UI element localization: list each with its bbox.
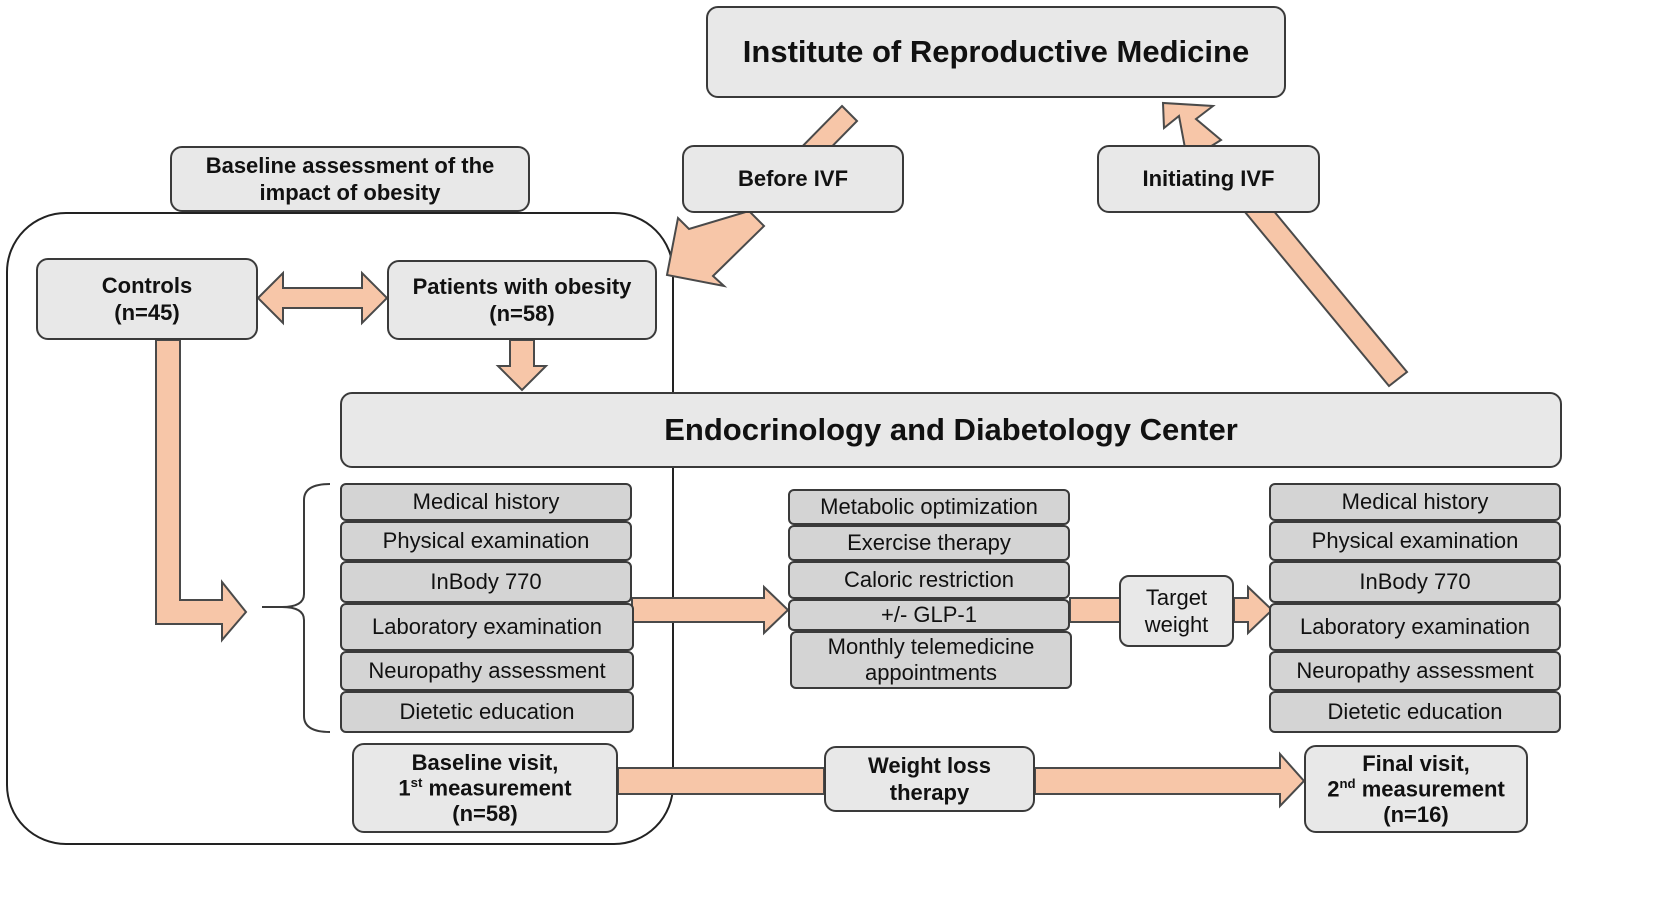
final-item-label: Laboratory examination [1300, 613, 1530, 639]
baseline-item-inbody: InBody 770 [340, 561, 632, 603]
final-item-medical-history: Medical history [1269, 483, 1561, 521]
institute-label: Institute of Reproductive Medicine [742, 33, 1250, 69]
baseline-header-line1: Baseline assessment of the [205, 152, 495, 178]
initiating-ivf-box: Initiating IVF [1097, 145, 1320, 213]
final-visit-line1: Final visit, [1362, 750, 1470, 776]
final-visit-box: Final visit, 2nd measurement (n=16) [1304, 745, 1528, 833]
final-visit-num: 2 [1327, 776, 1340, 802]
before-ivf-label: Before IVF [737, 166, 849, 192]
final-visit-line2: 2nd measurement [1327, 776, 1505, 802]
final-item-label: Physical examination [1311, 527, 1519, 553]
baseline-visit-box: Baseline visit, 1st measurement (n=58) [352, 743, 618, 833]
patients-n: (n=58) [489, 301, 555, 326]
baseline-header-box: Baseline assessment of the impact of obe… [170, 146, 530, 212]
baseline-header-line2: impact of obesity [259, 180, 441, 205]
arrow-controls-patients [256, 270, 389, 326]
therapy-item-metabolic: Metabolic optimization [788, 489, 1070, 525]
baseline-item-label: Physical examination [382, 527, 590, 553]
controls-n: (n=45) [114, 300, 180, 325]
baseline-item-label: Laboratory examination [372, 613, 602, 639]
arrow-target-to-final [1233, 584, 1274, 636]
final-visit-sup: nd [1339, 776, 1356, 792]
baseline-visit-line1: Baseline visit, [411, 749, 559, 775]
center-box: Endocrinology and Diabetology Center [340, 392, 1562, 468]
baseline-item-medical-history: Medical history [340, 483, 632, 521]
final-item-label: InBody 770 [1359, 568, 1471, 594]
therapy-item-label: Metabolic optimization [820, 493, 1038, 519]
controls-label: Controls [101, 272, 193, 298]
weight-loss-line2: therapy [889, 780, 970, 805]
arrow-weightloss-to-final [1034, 751, 1306, 809]
before-ivf-box: Before IVF [682, 145, 904, 213]
baseline-visit-rest: measurement [422, 775, 572, 801]
target-weight-box: Target weight [1119, 575, 1234, 647]
final-item-label: Neuropathy assessment [1296, 657, 1534, 683]
final-item-physical-examination: Physical examination [1269, 521, 1561, 561]
arrow-before-ivf-to-baseline [665, 209, 766, 288]
final-item-dietetic: Dietetic education [1269, 691, 1561, 733]
weight-loss-line1: Weight loss [867, 752, 992, 778]
therapy-item-caloric: Caloric restriction [788, 561, 1070, 599]
patients-label: Patients with obesity [412, 273, 632, 299]
arrow-baseline-to-weightloss [617, 767, 825, 795]
baseline-item-label: Dietetic education [399, 698, 575, 724]
arrow-center-to-initiating-ivf [1243, 196, 1409, 388]
therapy-item-label: Caloric restriction [844, 566, 1014, 592]
baseline-item-label: Medical history [412, 488, 560, 514]
initiating-ivf-label: Initiating IVF [1142, 166, 1275, 192]
arrow-items-to-therapy [631, 584, 790, 636]
final-visit-n: (n=16) [1383, 801, 1449, 827]
final-visit-rest: measurement [1355, 776, 1505, 802]
target-line2: weight [1144, 612, 1209, 637]
therapy-item-label: Exercise therapy [847, 529, 1011, 555]
therapy-item-glp1: +/- GLP-1 [788, 599, 1070, 631]
institute-box: Institute of Reproductive Medicine [706, 6, 1286, 98]
final-item-label: Dietetic education [1327, 698, 1503, 724]
baseline-item-label: InBody 770 [430, 568, 542, 594]
center-title: Endocrinology and Diabetology Center [664, 411, 1238, 447]
arrow-patients-to-center [495, 339, 549, 392]
baseline-frame [6, 212, 674, 845]
final-item-neuropathy: Neuropathy assessment [1269, 651, 1561, 691]
controls-box: Controls (n=45) [36, 258, 258, 340]
target-line1: Target [1145, 584, 1208, 610]
baseline-visit-sup: st [410, 775, 423, 791]
baseline-item-neuropathy: Neuropathy assessment [340, 651, 634, 691]
weight-loss-box: Weight loss therapy [824, 746, 1035, 812]
patients-box: Patients with obesity (n=58) [387, 260, 657, 340]
therapy-item-exercise: Exercise therapy [788, 525, 1070, 561]
final-item-laboratory: Laboratory examination [1269, 603, 1561, 651]
final-item-label: Medical history [1341, 488, 1489, 514]
baseline-visit-num: 1 [398, 775, 411, 801]
baseline-item-label: Neuropathy assessment [368, 657, 606, 683]
baseline-visit-line2: 1st measurement [398, 775, 571, 801]
arrow-therapy-to-target [1069, 597, 1121, 623]
baseline-visit-n: (n=58) [452, 800, 518, 826]
final-item-inbody: InBody 770 [1269, 561, 1561, 603]
therapy-item-label: +/- GLP-1 [881, 601, 977, 627]
therapy-telemed-line2: appointments [864, 660, 998, 685]
arrow-controls-to-bracket [155, 339, 248, 643]
baseline-item-physical-examination: Physical examination [340, 521, 632, 561]
therapy-telemed-line1: Monthly telemedicine [827, 633, 1035, 659]
baseline-item-dietetic: Dietetic education [340, 691, 634, 733]
therapy-item-telemedicine: Monthly telemedicine appointments [790, 631, 1072, 689]
baseline-item-laboratory: Laboratory examination [340, 603, 634, 651]
bracket [262, 483, 331, 733]
